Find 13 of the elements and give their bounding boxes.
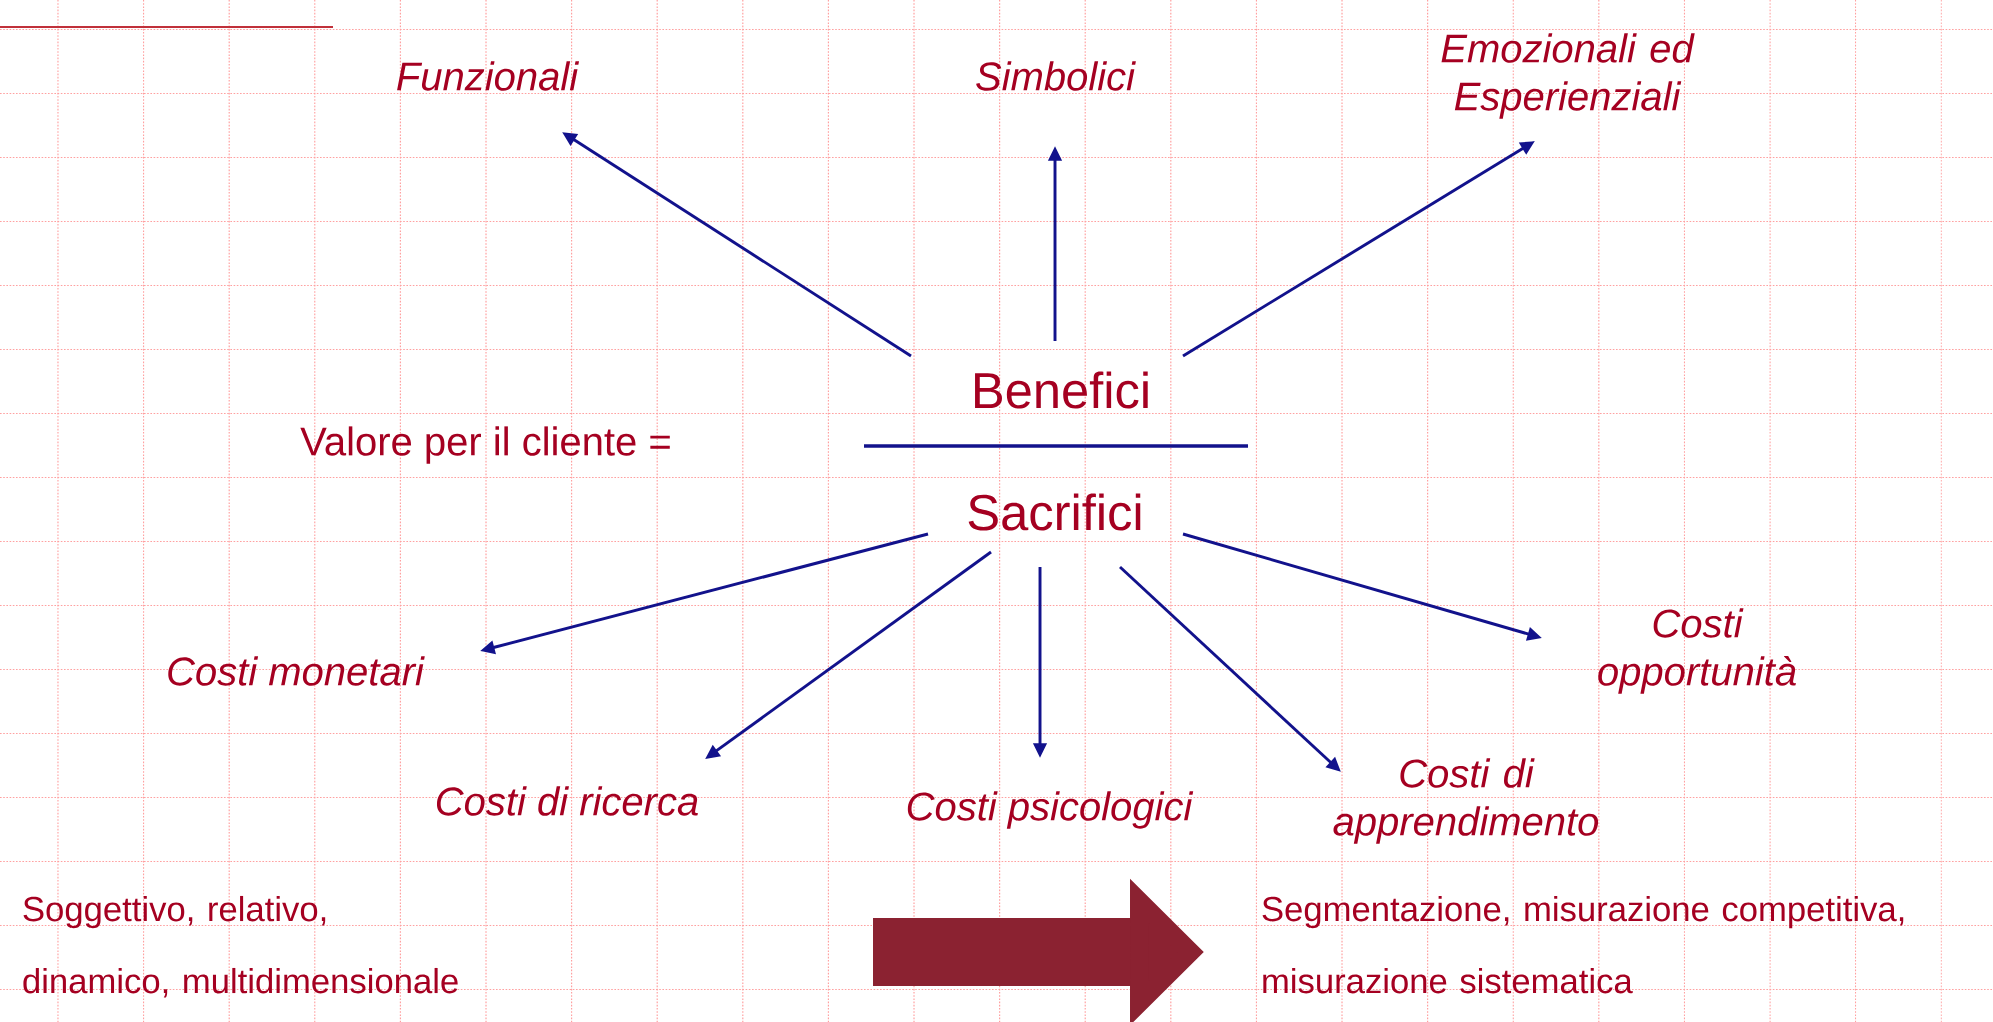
category-label: Costi di apprendimento — [1333, 758, 1599, 844]
category-label: Emozionali ed Esperienziali — [1441, 33, 1695, 119]
category-label: Costi psicologici — [907, 791, 1194, 829]
category-label: Simbolici — [976, 61, 1136, 91]
note-text: Soggettivo, relativo, dinamico, multidimensionale — [23, 895, 458, 998]
numerator-text: Benefici — [975, 371, 1148, 409]
category-label: Costi di ricerca — [436, 786, 698, 816]
denominator-text: Sacrifici — [968, 493, 1141, 531]
category-label: Costi monetari — [168, 656, 425, 686]
category-label: Funzionali — [397, 61, 580, 91]
equation-text: Valore per il cliente = — [300, 426, 670, 464]
category-label: Costi opportunità — [1598, 608, 1796, 694]
note-text: Segmentazione, misurazione competitiva, misurazione sistematica — [1262, 895, 1904, 994]
